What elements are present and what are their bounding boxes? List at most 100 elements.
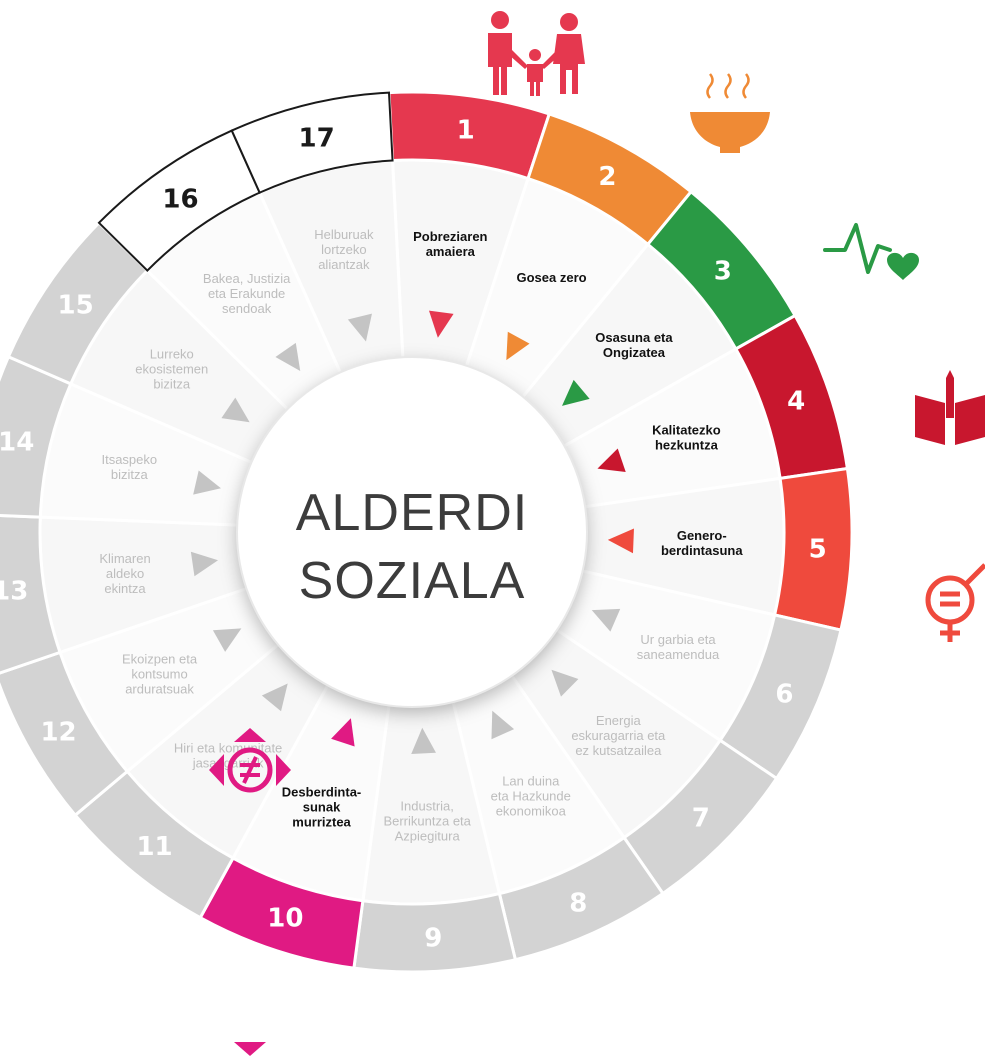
goal-16-pointer: [275, 342, 301, 371]
goal-14-pointer: [193, 470, 221, 495]
family-icon: [488, 11, 585, 96]
goal-12-label-line: arduratsuak: [125, 682, 194, 697]
goal-12-pointer: [212, 628, 242, 652]
goal-9-label-line: Azpiegitura: [395, 829, 461, 844]
goal-17-ring-segment: [230, 91, 394, 194]
goal-2-pointer: [506, 331, 530, 361]
goal-6-pointer: [591, 608, 621, 632]
goal-3-number: 3: [714, 257, 732, 287]
goal-7-label-line: ez kutsatzailea: [575, 743, 662, 758]
goal-17-number: 17: [299, 123, 335, 153]
goal-6-label-line: Ur garbia eta: [640, 632, 716, 647]
goal-13-number: 13: [0, 577, 28, 607]
goal-8-pointer: [491, 710, 515, 740]
goal-12-label-line: kontsumo: [131, 667, 187, 682]
goal-17-label-line: Helburuak: [314, 227, 374, 242]
goal-3-label-line: Osasuna eta: [595, 330, 673, 345]
goal-15-pointer: [221, 397, 250, 423]
goal-14-number: 14: [0, 427, 34, 457]
goal-5-pointer: [607, 528, 634, 554]
goal-8-label-line: eta Hazkunde: [491, 789, 571, 804]
goal-17-label-line: lortzeko: [321, 242, 367, 257]
goal-11-label-line: Hiri eta komunitate: [174, 741, 282, 756]
goal-12-number: 12: [40, 718, 76, 748]
gender-equality-icon: [925, 563, 985, 642]
goal-1-label-line: Pobreziaren: [413, 229, 487, 244]
heartbeat-icon: [823, 223, 919, 280]
goal-10-number: 10: [267, 904, 303, 934]
center-title-line1: ALDERDI: [296, 484, 528, 542]
goal-5-label-line: berdintasuna: [661, 543, 743, 558]
goal-11-number: 11: [136, 832, 172, 862]
goal-4-label-line: Kalitatezko: [652, 423, 721, 438]
goal-4-number: 4: [787, 387, 805, 417]
goal-16-number: 16: [162, 184, 198, 214]
goal-ring: [0, 90, 854, 974]
center-disc: [237, 357, 587, 707]
goal-9-label-line: Industria,: [400, 799, 453, 814]
center-disc-edge: [236, 356, 588, 708]
goal-15-number: 15: [58, 291, 94, 321]
goal-7-number: 7: [692, 803, 710, 833]
goal-1-number: 1: [457, 116, 475, 146]
goal-1-label-line: amaiera: [426, 244, 476, 259]
goal-10-pointer: [331, 718, 355, 747]
goal-4-pointer: [597, 448, 626, 472]
goal-3-pointer: [562, 379, 590, 406]
reduced-inequality-icon: [209, 728, 291, 1056]
goal-15-label-line: bizitza: [153, 377, 191, 392]
goal-8-label-line: ekonomikoa: [496, 804, 567, 819]
goal-13-label-line: aldeko: [106, 566, 144, 581]
goal-13-label-line: ekintza: [104, 581, 146, 596]
goal-7-label-line: Energia: [596, 713, 642, 728]
goal-3-label-line: Ongizatea: [603, 345, 666, 360]
soup-bowl-icon: [690, 73, 770, 153]
goal-10-label-line: Desberdinta-: [282, 785, 361, 800]
goal-5-label: Genero-berdintasuna: [661, 528, 743, 558]
goal-14-label-line: Itsaspeko: [101, 452, 157, 467]
goal-14-label-line: bizitza: [111, 467, 149, 482]
goal-10-label-line: sunak: [303, 800, 341, 815]
goal-10-label-line: murriztea: [292, 815, 351, 830]
goal-13-pointer: [190, 551, 219, 577]
goal-15-label-line: ekosistemen: [135, 362, 208, 377]
goal-13-label-line: Klimaren: [99, 551, 150, 566]
goal-6-number: 6: [775, 680, 793, 710]
goal-2-number: 2: [598, 162, 616, 192]
book-pencil-icon: [915, 370, 985, 445]
goal-17-label-line: aliantzak: [318, 257, 370, 272]
goal-2-label-line: Gosea zero: [517, 270, 587, 285]
goal-12-label-line: Ekoizpen eta: [122, 652, 198, 667]
goal-5-number: 5: [809, 534, 827, 564]
goal-pointers: [190, 310, 634, 754]
goal-9-number: 9: [424, 923, 442, 953]
goal-2-label: Gosea zero: [517, 270, 587, 285]
goal-6-label-line: saneamendua: [637, 647, 720, 662]
goal-7-pointer: [551, 669, 579, 697]
center-title-line2: SOZIALA: [299, 552, 526, 610]
goal-9-pointer: [411, 727, 436, 754]
goal-4-label-line: hezkuntza: [655, 438, 719, 453]
goal-9-label-line: Berrikuntza eta: [383, 814, 471, 829]
goal-11-pointer: [261, 683, 288, 712]
goal-16-label-line: Bakea, Justizia: [203, 271, 291, 286]
goal-8-number: 8: [569, 888, 587, 918]
goal-16-label-line: sendoak: [222, 301, 272, 316]
goal-16-label-line: eta Erakunde: [208, 286, 285, 301]
goal-8-label-line: Lan duina: [502, 774, 560, 789]
